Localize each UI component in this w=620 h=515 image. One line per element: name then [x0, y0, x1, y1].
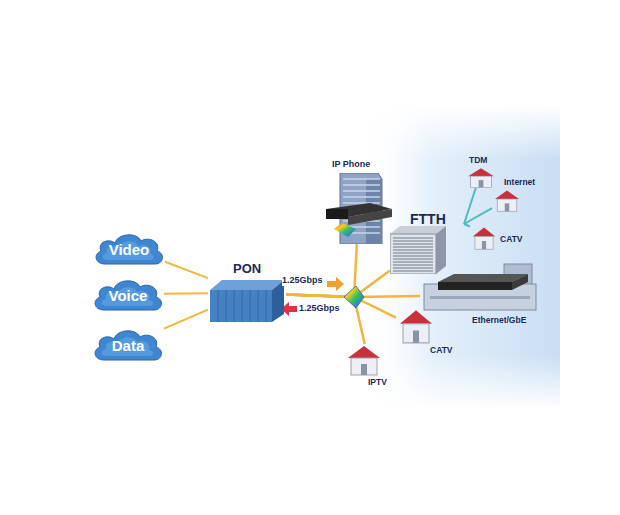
bandwidth-label: 1.25Gbps: [299, 304, 340, 314]
network-site: Ethernet/GbE: [420, 262, 548, 328]
house-icon: [344, 344, 384, 376]
fiber-link: [464, 208, 492, 224]
house-icon: [492, 189, 522, 212]
bandwidth-label: 1.25Gbps: [282, 276, 323, 286]
network-site: FTTH: [390, 212, 464, 274]
node-label: Internet: [504, 178, 535, 187]
network-site: CATV: [470, 226, 530, 252]
rack-icon: [390, 226, 446, 274]
network-site: IPTV: [344, 344, 396, 390]
network-site: IP Phone: [326, 160, 392, 244]
fiber-link: [164, 310, 208, 329]
node-label: Voice: [109, 288, 148, 305]
node-label: PON: [233, 262, 261, 276]
house-icon: [465, 167, 497, 188]
network-site: Internet: [492, 178, 538, 212]
downstream-arrow: [327, 277, 344, 291]
fiber-link: [164, 292, 208, 294]
service-cloud: Data: [92, 326, 164, 362]
fiber-link: [286, 244, 357, 297]
network-site: TDM: [463, 156, 499, 188]
network-site: PON: [208, 262, 286, 324]
node-label: IP Phone: [332, 160, 370, 170]
node-label: CATV: [500, 235, 523, 244]
house-icon: [396, 308, 436, 344]
node-label: CATV: [430, 346, 453, 355]
optical-splitter: [344, 286, 364, 308]
fiber-link: [165, 262, 208, 278]
network-site: CATV: [396, 308, 458, 358]
fiber-link: [286, 295, 396, 318]
fiber-link: [464, 224, 470, 227]
node-label: FTTH: [410, 212, 446, 227]
service-cloud: Voice: [92, 276, 164, 312]
cube-icon: [208, 276, 286, 324]
node-label: Ethernet/GbE: [472, 316, 526, 325]
house-icon: [470, 226, 498, 250]
service-cloud: Video: [93, 230, 165, 266]
node-label: Data: [112, 338, 145, 355]
node-label: TDM: [469, 156, 487, 165]
node-label: Video: [109, 242, 150, 259]
tower-icon: [326, 173, 392, 244]
wide-icon: [420, 262, 540, 312]
node-label: IPTV: [368, 378, 387, 387]
